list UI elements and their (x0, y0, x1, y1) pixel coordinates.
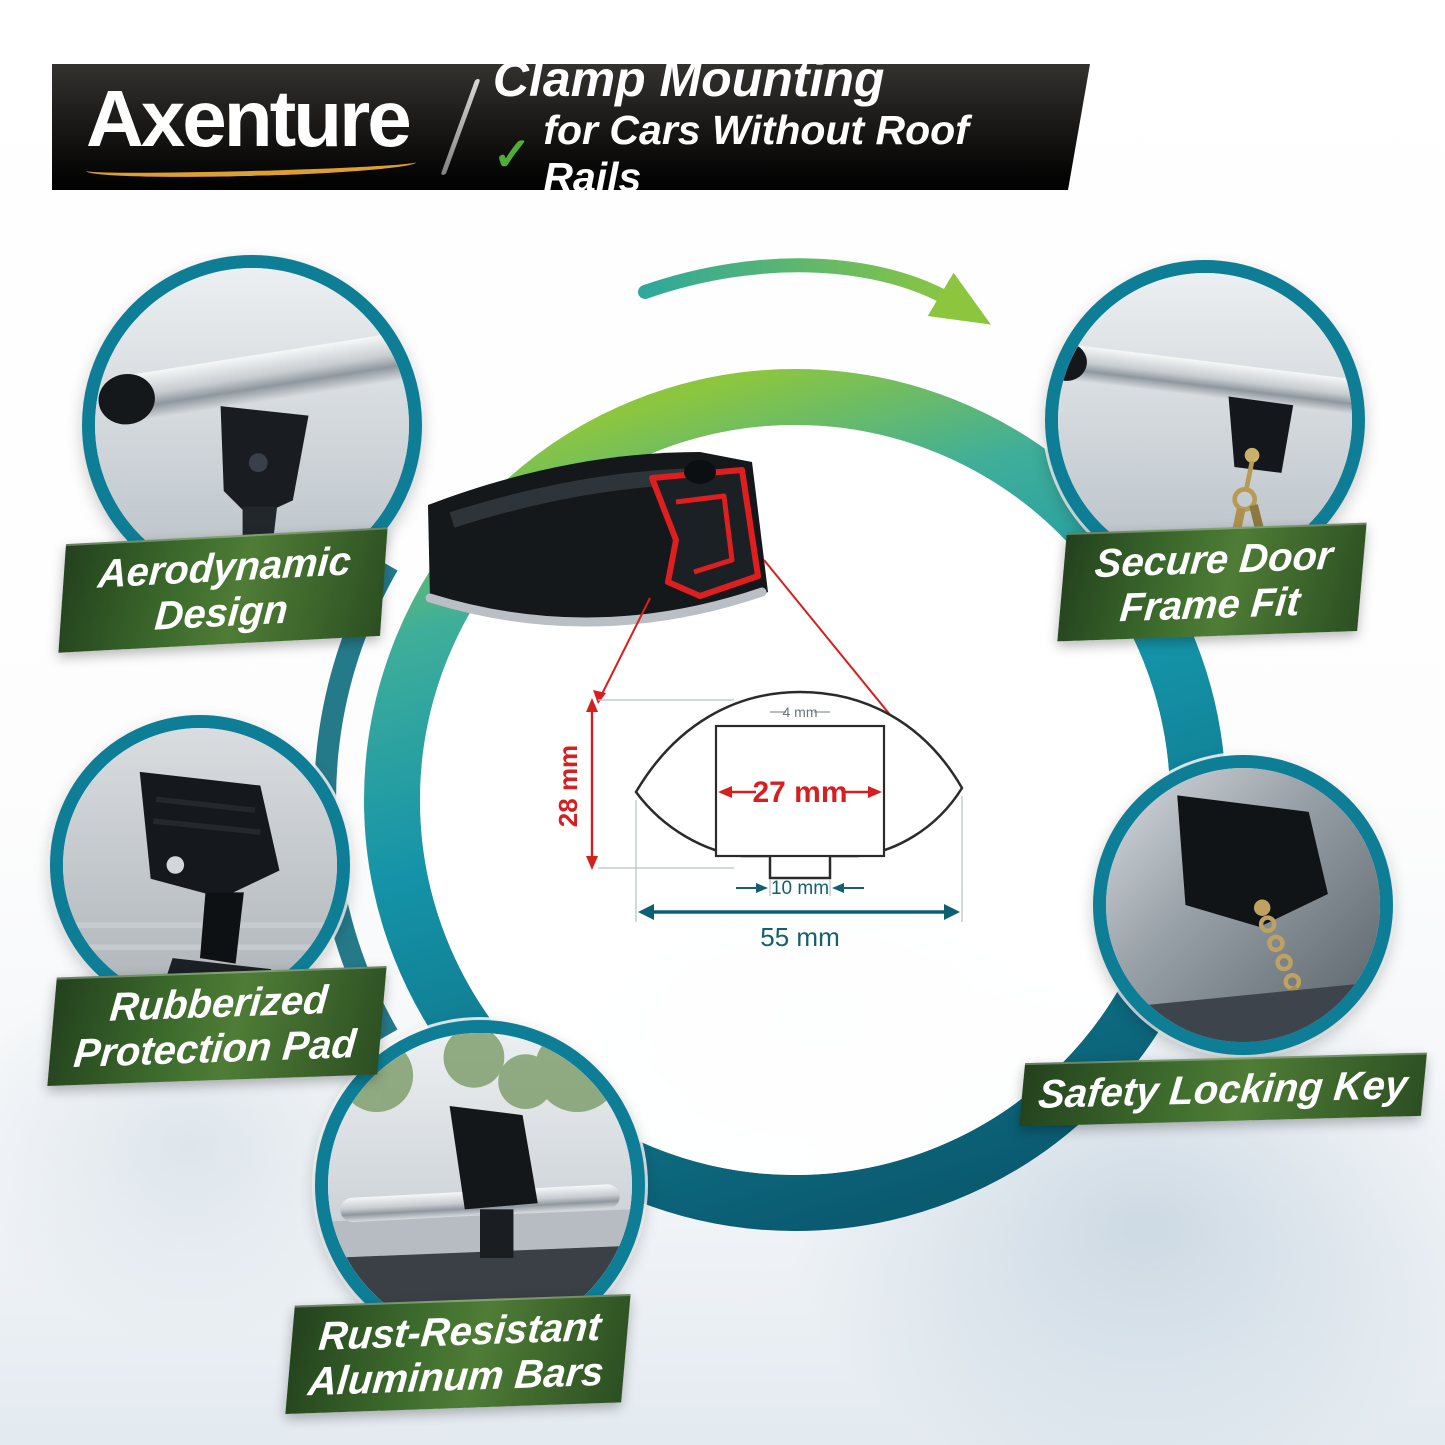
header-subtitle: ✓ for Cars Without Roof Rails (493, 107, 1056, 201)
dim-10mm-label: 10 mm (771, 878, 829, 899)
dim-55mm-label: 55 mm (760, 922, 839, 952)
feature-label-line: Protection Pad (71, 1021, 358, 1076)
header-banner: Axenture Clamp Mounting ✓ for Cars Witho… (52, 64, 1090, 190)
header-subtitle-text: for Cars Without Roof Rails (543, 107, 969, 201)
feature-label-safety-locking-key: Safety Locking Key (1019, 1052, 1427, 1127)
dim-27mm-label: 27 mm (752, 776, 847, 809)
dim-4mm-label: 4 mm (783, 704, 818, 720)
aluminum-bar-photo (328, 1033, 632, 1337)
flow-arrow-icon (638, 258, 992, 325)
brand-logo: Axenture (86, 73, 409, 163)
header-divider (441, 79, 481, 175)
dim-28mm-label: 28 mm (553, 745, 583, 827)
dimension-drawing: 4 mm 27 mm 28 mm 10 mm 55 mm (553, 690, 964, 952)
check-icon: ✓ (492, 128, 532, 181)
feature-label-rubberized-protection-pad: Rubberized Protection Pad (47, 966, 387, 1086)
door-frame-photo (1058, 273, 1352, 567)
protection-pad-photo (63, 728, 337, 1002)
feature-label-aerodynamic-design: Aerodynamic Design (58, 527, 388, 653)
crossbar-photo (425, 452, 768, 627)
feature-label-secure-door-frame-fit: Secure Door Frame Fit (1057, 522, 1367, 642)
feature-photo-safety-locking-key (1093, 755, 1393, 1055)
end-knob (684, 460, 716, 484)
feature-label-rust-resistant-aluminum-bars: Rust-Resistant Aluminum Bars (285, 1293, 631, 1414)
feature-label-line: Safety Locking Key (1036, 1063, 1410, 1117)
locking-key-photo (1106, 768, 1380, 1042)
brand-block: Axenture (86, 79, 416, 176)
header-titles: Clamp Mounting ✓ for Cars Without Roof R… (493, 53, 1056, 202)
